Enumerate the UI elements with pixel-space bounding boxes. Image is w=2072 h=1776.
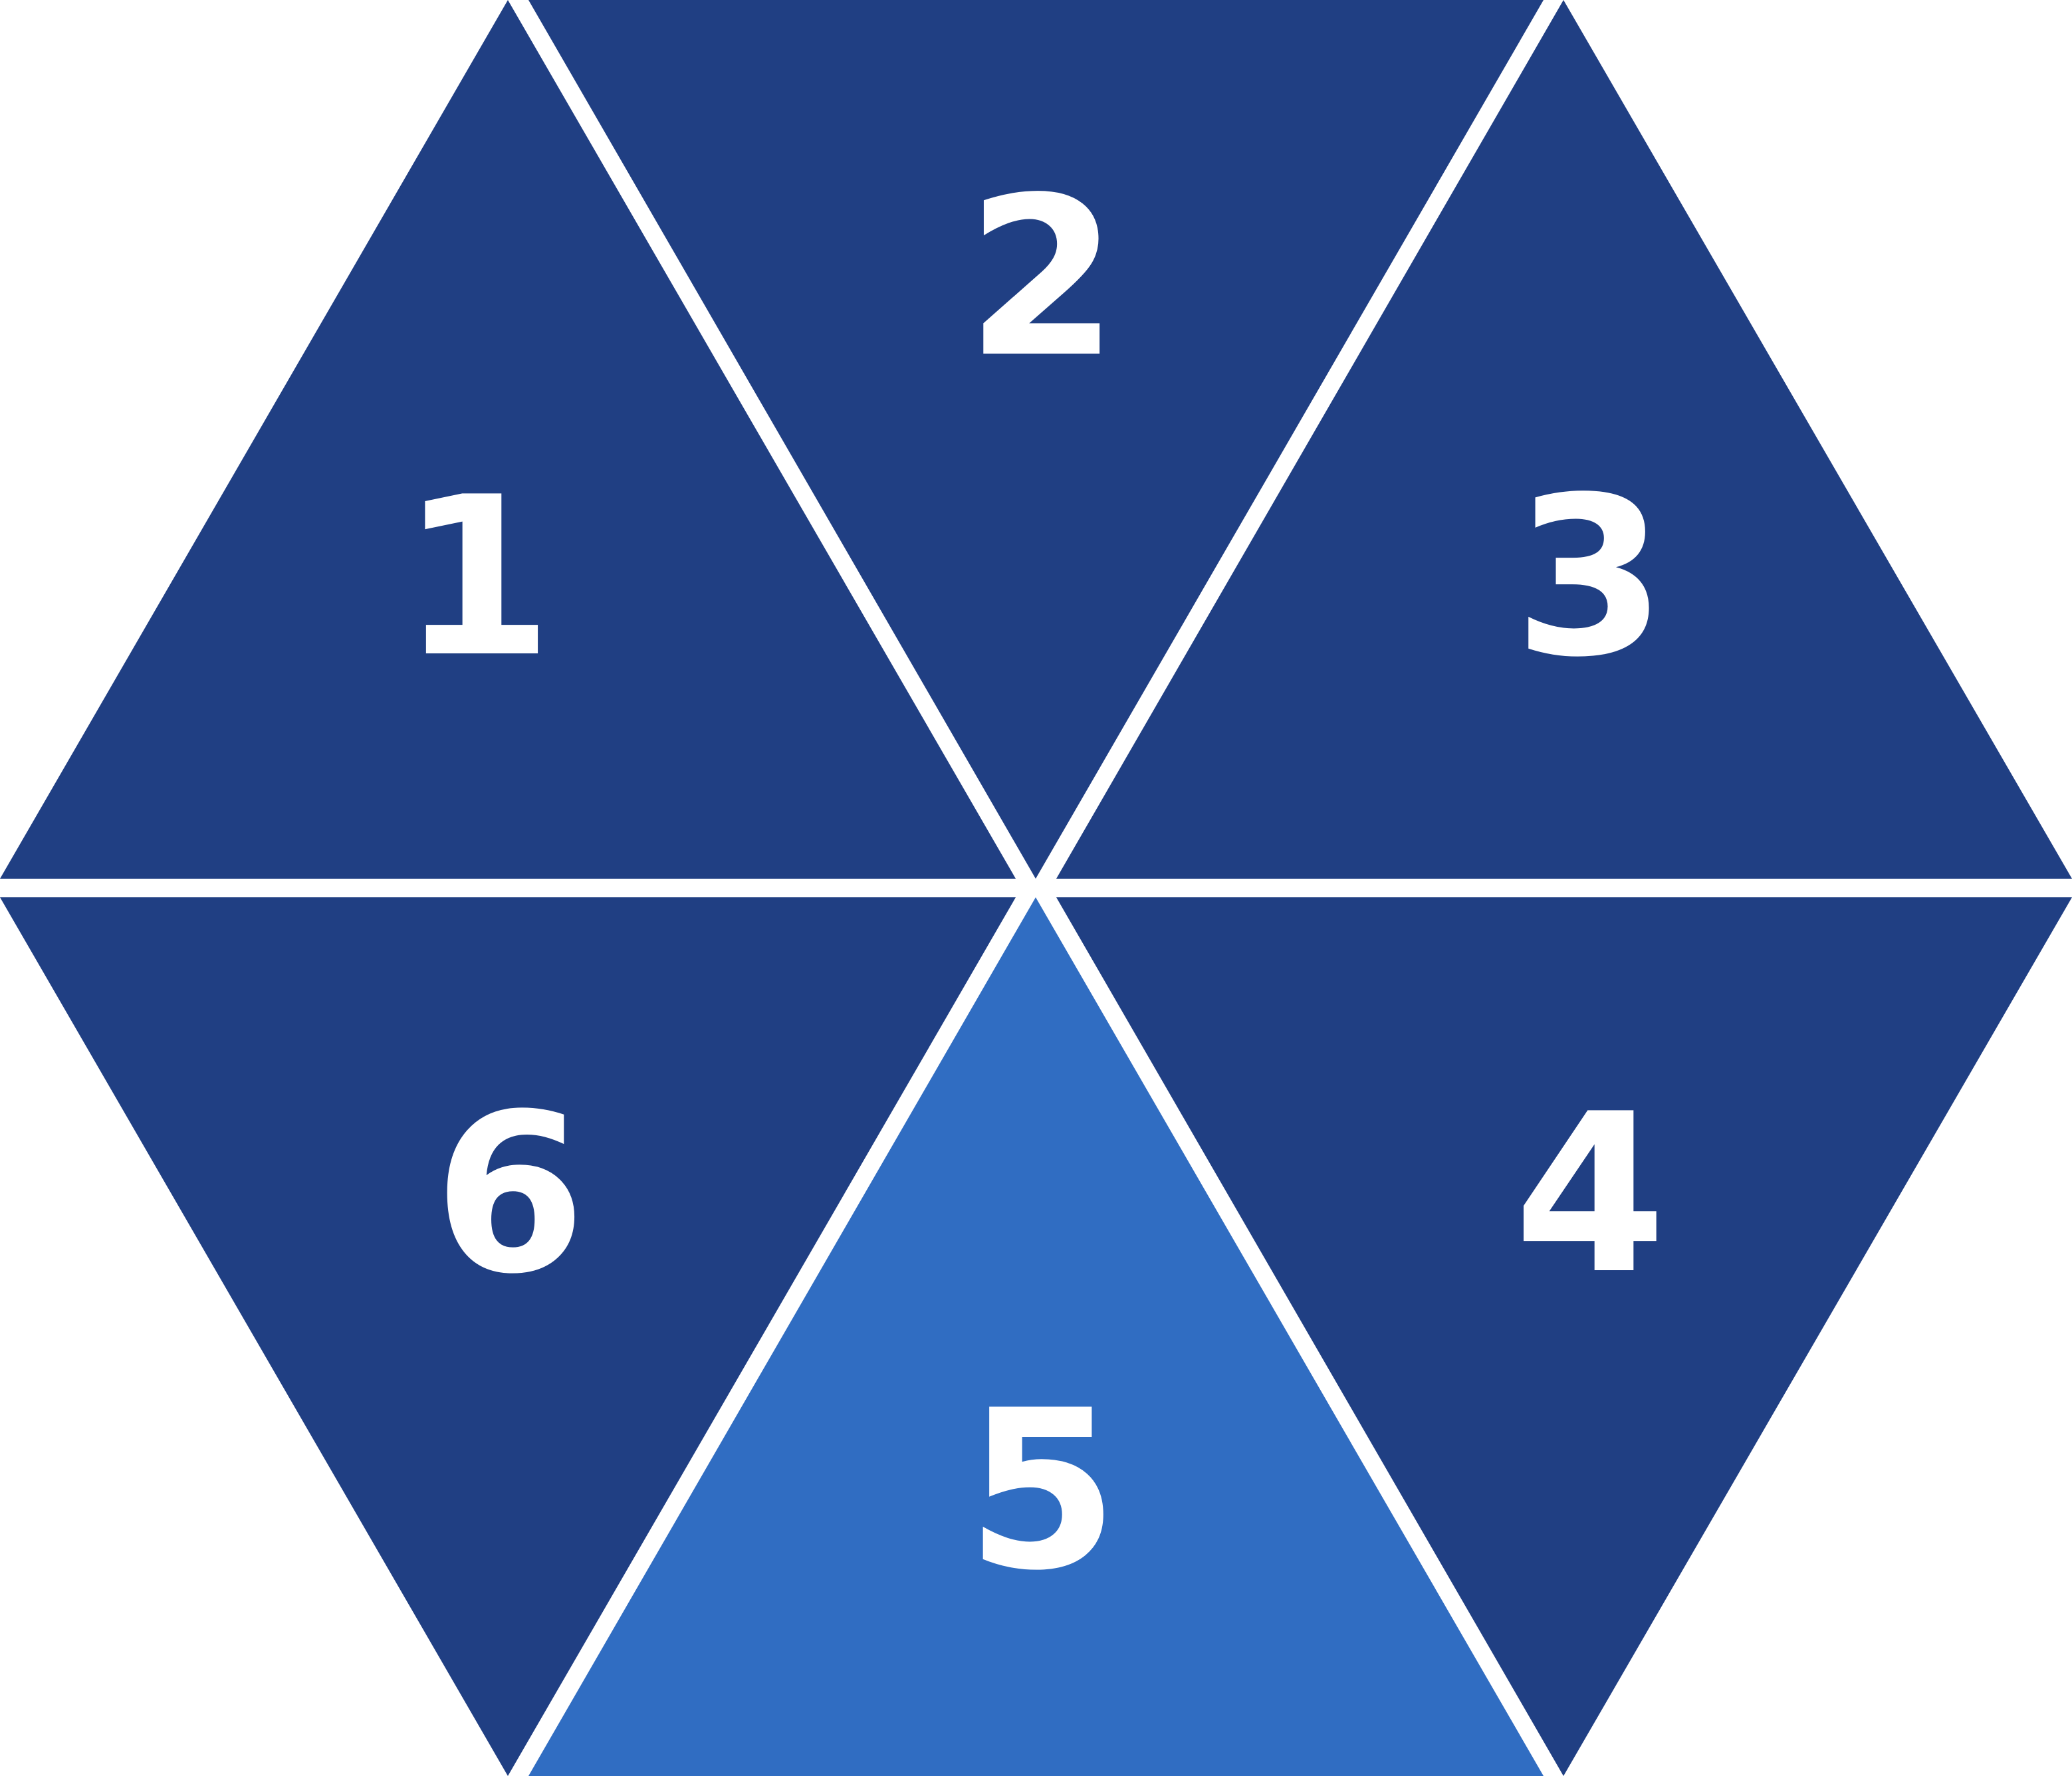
segment-5-label: 5 bbox=[966, 1363, 1119, 1618]
segment-6 bbox=[0, 897, 1016, 1776]
segment-4-label: 4 bbox=[1514, 1067, 1667, 1322]
segment-1 bbox=[0, 0, 1016, 879]
segment-5 bbox=[528, 897, 1544, 1776]
segment-6-label: 6 bbox=[433, 1067, 586, 1322]
segment-3-label: 3 bbox=[1514, 450, 1667, 705]
segment-4 bbox=[1056, 897, 2072, 1776]
segment-2 bbox=[528, 0, 1544, 879]
segment-1-label: 1 bbox=[400, 450, 553, 705]
segment-3 bbox=[1056, 0, 2072, 879]
segment-2-label: 2 bbox=[966, 150, 1119, 405]
